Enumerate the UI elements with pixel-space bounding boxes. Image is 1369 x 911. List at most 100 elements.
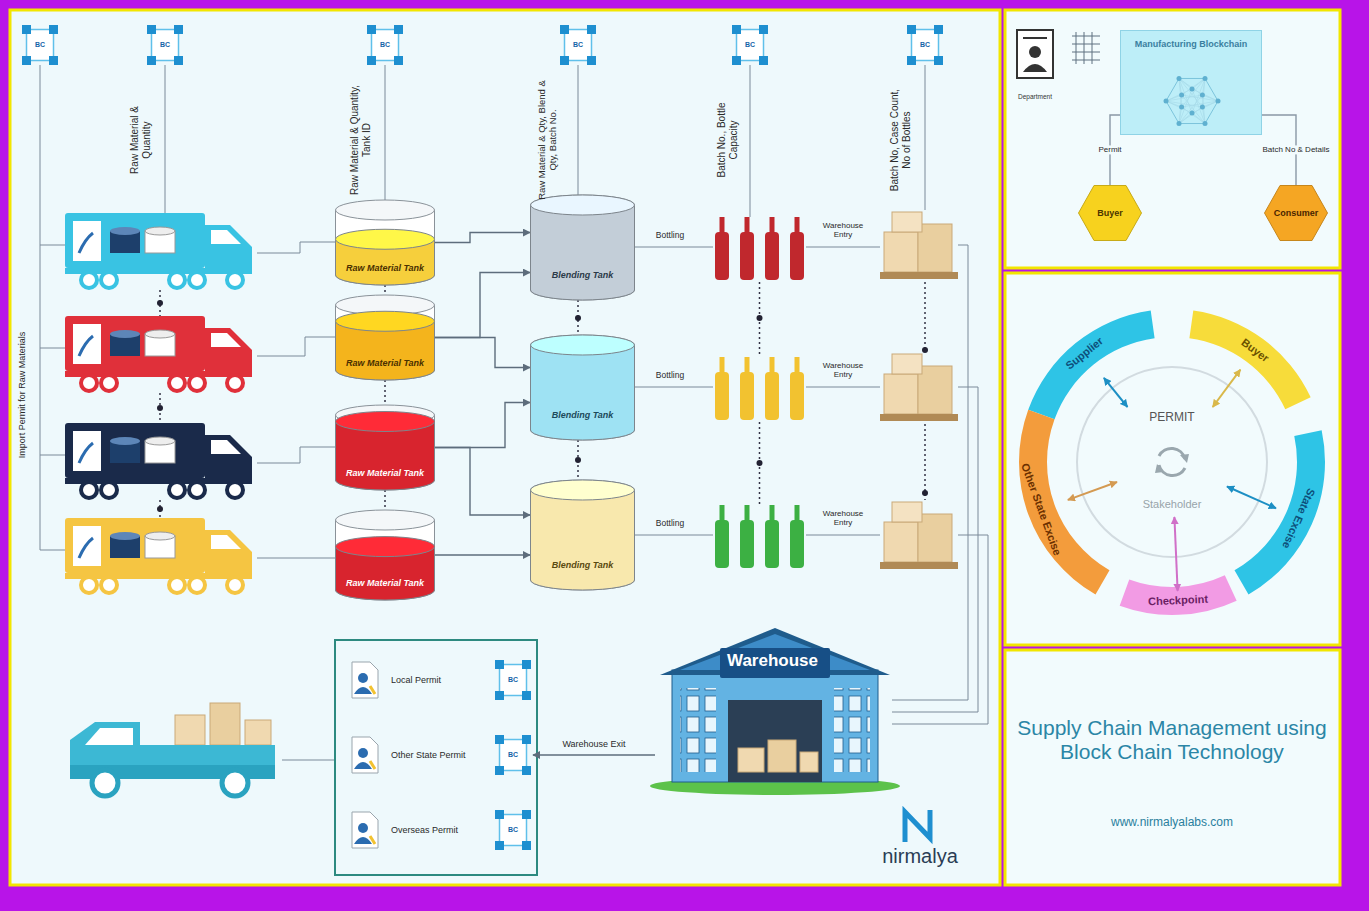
drawing-part — [282, 760, 335, 761]
drawing-part — [680, 634, 870, 670]
stakeholder-segment: State Excise — [1276, 481, 1322, 556]
drawing-part — [1179, 78, 1202, 95]
drawing-part — [157, 405, 163, 411]
side-panel — [1005, 273, 1340, 645]
drawing-part — [790, 505, 804, 568]
main-panel — [10, 10, 1000, 885]
node-text: Blending Tank — [552, 560, 614, 570]
drawing-part — [531, 480, 635, 500]
warehouse-building — [650, 628, 900, 795]
drawing-part — [1029, 46, 1041, 58]
drawing-part — [765, 357, 779, 420]
dots — [157, 300, 928, 512]
drawing-part — [352, 662, 378, 698]
caption-label: Import Permit for Raw Materials — [17, 300, 27, 490]
edge-label: Batch No & Details — [1260, 145, 1331, 154]
bc-tag: BC — [573, 41, 583, 49]
node-text: Blending Tank — [552, 410, 614, 420]
connector — [435, 403, 530, 448]
drawing-part — [1202, 95, 1218, 101]
edge-label: Warehouse Exit — [560, 739, 627, 749]
drawing-part — [1216, 99, 1221, 104]
drawing-part — [728, 700, 822, 782]
drawing-part — [531, 335, 635, 355]
raw-material-tank: Raw Material Tank — [335, 295, 435, 380]
node-text: Raw Material Tank — [346, 263, 424, 273]
drawing-part — [70, 722, 140, 765]
drawing-part — [336, 412, 435, 432]
blending-tank: Blending Tank — [530, 335, 635, 440]
bc-tag: BC — [745, 41, 755, 49]
tanker-trucks — [65, 213, 252, 593]
connector — [435, 554, 530, 555]
ring-segment — [1189, 310, 1310, 409]
connector — [533, 754, 655, 755]
node-text: Raw Material Tank — [346, 468, 424, 478]
drawing-part — [1200, 105, 1205, 110]
raw-material-tank: Raw Material Tank — [335, 510, 435, 600]
permit-hub: PERMITStakeholder — [1117, 407, 1227, 517]
drawing-part — [1166, 101, 1182, 107]
drawing-part — [790, 217, 804, 280]
node-text: Blending Tank — [552, 270, 614, 280]
drawing-part — [1017, 30, 1053, 78]
drawing-part — [880, 502, 958, 569]
caption-label: nirmalya — [882, 845, 958, 868]
grid-icon — [1072, 32, 1100, 64]
node-text: Raw Material Tank — [346, 578, 424, 588]
drawing-part — [732, 25, 768, 65]
drawing-part — [531, 335, 635, 355]
drawing-part — [352, 812, 378, 848]
drawing-part — [905, 810, 930, 842]
node-text: Buyer — [1238, 336, 1271, 365]
drawing-part — [65, 316, 252, 391]
drawing-part — [531, 490, 635, 590]
drawing-part — [531, 345, 635, 440]
drawing-part — [740, 357, 754, 420]
tank-shape — [530, 335, 635, 440]
bc-tag: BC — [920, 41, 930, 49]
bc-tag: BC — [35, 41, 45, 49]
bc-tag: BC — [380, 41, 390, 49]
drawing-part — [834, 688, 870, 772]
drawing-part — [575, 315, 581, 321]
drawing-part — [336, 537, 435, 557]
drawing-part — [65, 518, 252, 593]
node-text: Overseas Permit — [391, 825, 458, 835]
dotted-links — [160, 282, 925, 518]
caption-label: Warehouse Entry — [813, 221, 873, 239]
blending-tank: Blending Tank — [530, 480, 635, 590]
drawing-part — [147, 25, 183, 65]
stakeholder-segment: Checkpoint — [1143, 591, 1214, 611]
drawing-part — [660, 628, 890, 675]
drawing-part — [65, 213, 252, 288]
title: Supply Chain Management using Block Chai… — [1012, 716, 1332, 764]
drawing-part — [157, 300, 163, 306]
drawing-part — [1155, 454, 1189, 473]
drawing-part — [1179, 78, 1205, 79]
caption-label: Batch No., Bottle Capacity — [716, 90, 739, 190]
connector — [1174, 517, 1177, 591]
drawing-part — [1072, 32, 1100, 64]
buyer-hexagon: Buyer — [1078, 185, 1142, 241]
drawing-part — [40, 65, 65, 550]
drawing-part — [336, 210, 435, 285]
drawing-part — [740, 217, 754, 280]
cases — [880, 212, 958, 569]
drawing-part — [85, 728, 133, 745]
drawing-part — [1200, 93, 1205, 98]
bottles — [715, 217, 804, 568]
drawing-part — [880, 354, 958, 421]
drawing-part — [1179, 89, 1192, 124]
drawing-part — [1177, 121, 1182, 126]
drawing-part — [715, 357, 729, 420]
bc-tag: BC — [508, 751, 518, 759]
drawing-part — [575, 457, 581, 463]
drawing-part — [336, 510, 435, 530]
drawing-part — [336, 520, 435, 600]
warehouse: Warehouse — [655, 625, 890, 790]
drawing-part — [1179, 93, 1184, 98]
drawing-part — [715, 505, 729, 568]
caption-label: Warehouse Entry — [813, 509, 873, 527]
caption-label: Bottling — [656, 231, 684, 241]
